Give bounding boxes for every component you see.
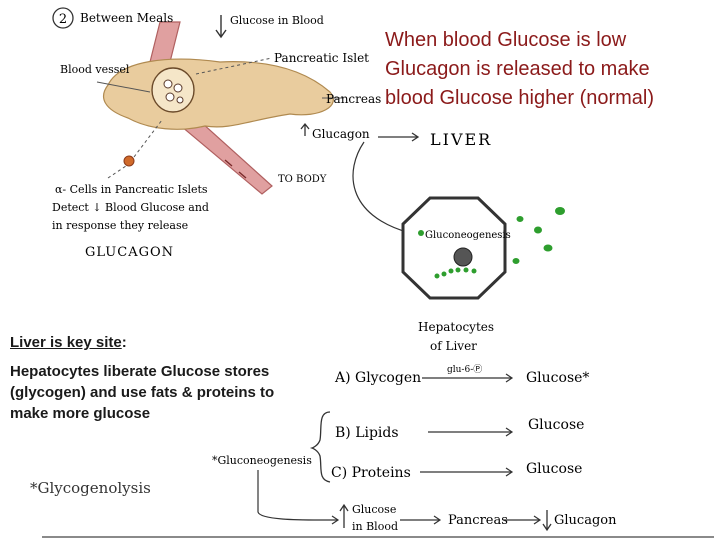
- liver-key-site-colon: :: [121, 334, 127, 351]
- liver-note: Liver is key site: Hepatocytes liberate …: [10, 332, 310, 424]
- glycogenolysis-note: *Glycogenolysis: [30, 479, 151, 497]
- down-arrow-icon: [542, 510, 552, 532]
- bottom-pancreas-label: Pancreas: [448, 513, 508, 528]
- brace-icon: [309, 411, 331, 483]
- liver-key-site-text: Liver is key site: [10, 334, 122, 351]
- step-number-circle: [52, 7, 74, 29]
- blood-vessel-label: Blood vessel: [60, 63, 130, 76]
- liver-label: LIVER: [430, 130, 492, 149]
- glucose-in-blood-label: Glucose in Blood: [230, 14, 324, 27]
- step-label: Between Meals: [80, 11, 173, 25]
- to-body-label: TO BODY: [278, 174, 327, 185]
- path-a-enzyme: glu-6-Ⓟ: [447, 364, 482, 375]
- summary-line-3: blood Glucose higher (normal): [385, 87, 655, 109]
- pancreatic-islet-shape: [151, 67, 195, 113]
- nucleus-shape: [453, 247, 473, 267]
- glucagon-heading: GLUCAGON: [85, 245, 174, 260]
- liver-note-body: Hepatocytes liberate Glucose stores (gly…: [10, 363, 275, 422]
- path-b-result: Glucose: [528, 417, 584, 433]
- down-arrow-icon: [215, 15, 227, 39]
- hepatocytes-label: Hepatocytes of Liver: [418, 320, 498, 353]
- liver-key-site: Liver is key site:: [10, 332, 310, 353]
- summary-line-1: When blood Glucose is low: [385, 29, 627, 51]
- path-a-label: A) Glycogen: [334, 370, 421, 386]
- bottom-glucose-label: Glucose in Blood: [352, 503, 400, 533]
- path-b-label: B) Lipids: [335, 425, 399, 441]
- summary-line-2: Glucagon is released to make: [385, 58, 650, 80]
- pancreas-shape: [103, 58, 334, 130]
- summary-text: When blood Glucose is low Glucagon is re…: [385, 26, 715, 113]
- path-c-label: C) Proteins: [331, 465, 411, 481]
- glucose-dots: [512, 207, 565, 264]
- path-c-result: Glucose: [526, 461, 582, 477]
- hepatocyte-shape: [401, 196, 507, 300]
- pancreas-label: Pancreas: [326, 92, 381, 106]
- arrow-to-liver-icon: [378, 132, 420, 142]
- up-arrow-icon: [339, 503, 349, 528]
- glucagon-label: Glucagon: [312, 127, 370, 141]
- bottom-glucagon-label: Glucagon: [554, 513, 617, 528]
- gluconeogenesis-note: *Gluconeogenesis: [212, 454, 312, 467]
- up-arrow-icon: [300, 122, 310, 136]
- step-number: 2: [59, 12, 67, 27]
- path-a-result: Glucose*: [526, 370, 589, 386]
- gluconeogenesis-cell-label: Gluconeogenesis: [425, 230, 511, 241]
- alpha-cell-icon: [123, 155, 135, 167]
- pancreatic-islet-label: Pancreatic Islet: [274, 51, 369, 65]
- alpha-cells-note: α- Cells in Pancreatic Islets Detect ↓ B…: [52, 183, 212, 232]
